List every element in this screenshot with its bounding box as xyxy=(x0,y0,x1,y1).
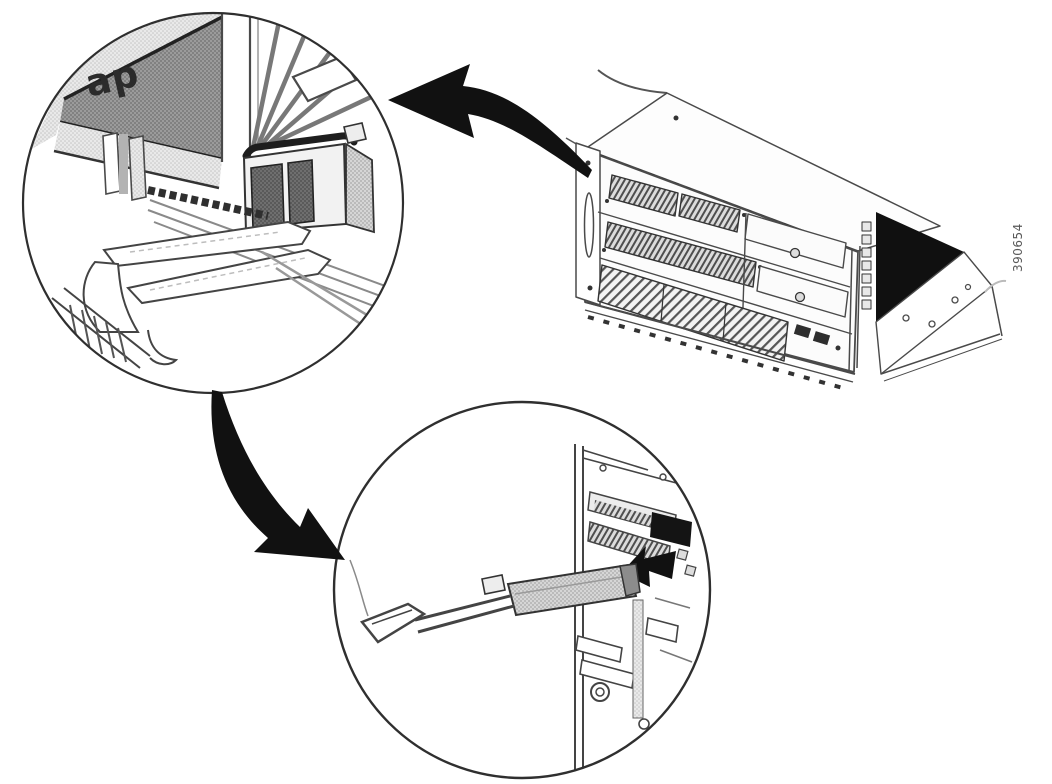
artwork-number: 390654 xyxy=(1011,223,1025,272)
support-post xyxy=(128,135,147,201)
magnifier-circle-top: ap xyxy=(21,11,405,395)
connector-port xyxy=(812,331,831,346)
sfp-module-nose xyxy=(619,563,641,597)
faceplate-knob xyxy=(789,247,801,259)
panel-band-light-upper xyxy=(30,13,230,150)
router-chassis-illustration xyxy=(565,69,1003,392)
side-panel-shadow xyxy=(876,212,964,322)
chassis-top-cover xyxy=(584,92,941,252)
bale-clasp-wire xyxy=(414,594,511,622)
magnifier-circle-bottom xyxy=(332,400,712,780)
sfp-module xyxy=(349,559,641,644)
support-post xyxy=(102,132,121,195)
support-post-shadow xyxy=(119,134,128,194)
connector-port xyxy=(793,324,812,339)
module-connector-block xyxy=(608,174,679,217)
sleeve-hatch xyxy=(69,304,127,363)
bale-clasp-handle xyxy=(359,602,427,644)
bale-clasp-wire xyxy=(417,604,515,634)
port-row-texture xyxy=(594,500,668,531)
blank-faceplate xyxy=(756,265,849,318)
callout-arrow-top-to-bottom-circle xyxy=(211,390,345,560)
cage-side-face xyxy=(345,142,375,234)
card-edge-rail xyxy=(147,186,269,220)
vertical-column xyxy=(222,13,252,162)
panel-screw xyxy=(638,718,650,730)
sfp-port-opening xyxy=(250,163,285,229)
panel-standoff xyxy=(575,634,623,664)
sfp-port-opening xyxy=(287,159,315,225)
chassis-bottom-edge xyxy=(587,315,851,392)
faceplate-knob xyxy=(794,291,806,303)
cover-screw xyxy=(673,115,679,121)
callout-arrow-chassis-to-top-circle xyxy=(388,64,592,178)
sfp-port-dark-opening xyxy=(650,512,692,547)
module-connector-block xyxy=(604,221,757,288)
cage-top-tab xyxy=(343,122,367,144)
magnifier-ring-bottom xyxy=(332,400,712,780)
panel-bracket xyxy=(645,616,679,644)
panel-band-dark xyxy=(60,16,224,160)
sfp-latch-tab xyxy=(481,574,506,595)
cover-flourish-line xyxy=(597,69,668,94)
module-connector-block xyxy=(678,193,741,233)
rack-ear-slot xyxy=(583,192,595,258)
stray-mark xyxy=(984,279,1007,293)
panel-vent-strip xyxy=(632,599,644,719)
finger-curl xyxy=(147,329,179,366)
port-cutout-outline xyxy=(291,55,358,103)
panel-screw xyxy=(599,464,607,472)
panel-screw xyxy=(659,473,667,481)
vent-column xyxy=(861,221,872,310)
panel-screw-large xyxy=(590,682,610,702)
panel-standoff xyxy=(579,658,635,690)
